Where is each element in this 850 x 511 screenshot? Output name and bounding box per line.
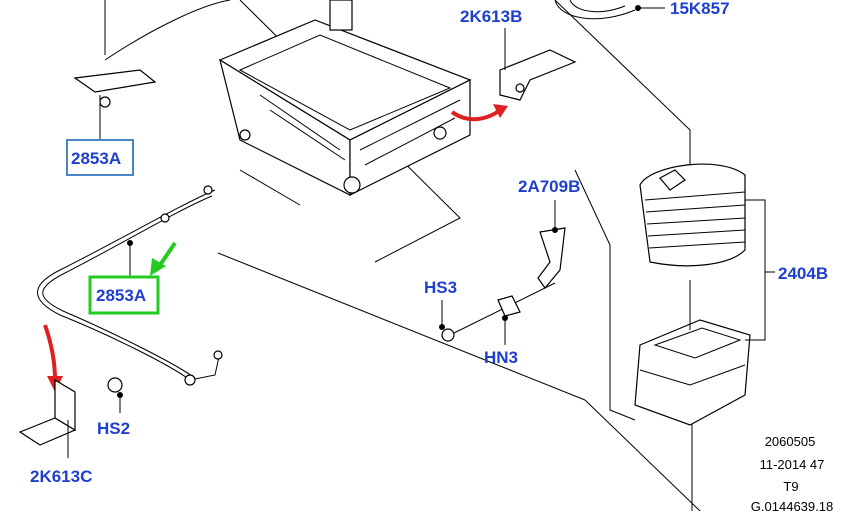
bracket-2k613c [18, 377, 123, 458]
red-arrow-lower [43, 324, 63, 392]
footer-line-4: G.0144639.18 [751, 499, 833, 511]
footer-line-2: 11-2014 47 [760, 457, 825, 472]
callout-box-2853a-mid [88, 275, 160, 315]
battery-tray [218, 0, 472, 196]
bracket-2k613b [499, 28, 577, 101]
red-arrow-upper [450, 104, 508, 122]
leader-2404b [745, 199, 775, 341]
fastener-hs3-hn3 [439, 295, 521, 345]
hose-15k857 [554, 0, 665, 20]
callout-2853a-mid[interactable]: 2853A [96, 286, 146, 305]
callout-hs2[interactable]: HS2 [97, 419, 130, 438]
callout-box-2853a-top [66, 139, 134, 176]
grouping-lines [217, 0, 701, 511]
callout-hn3[interactable]: HN3 [484, 348, 518, 367]
cover-2404b-upper [639, 163, 746, 267]
bracket-2a709b [449, 200, 566, 336]
footer-reference: 2060505 11-2014 47 T9 G.0144639.18 [751, 434, 833, 511]
cable-2853a-top [73, 0, 231, 140]
cover-2404b-lower [634, 280, 751, 426]
callout-15k857[interactable]: 15K857 [670, 0, 730, 18]
callout-2k613c[interactable]: 2K613C [30, 467, 92, 486]
callout-2a709b[interactable]: 2A709B [518, 177, 580, 196]
callout-2404b[interactable]: 2404B [778, 264, 828, 283]
callout-2853a-top[interactable]: 2853A [71, 149, 121, 168]
callout-2k613b[interactable]: 2K613B [460, 7, 522, 26]
footer-line-1: 2060505 [765, 434, 816, 449]
footer-line-3: T9 [783, 479, 798, 494]
cable-2853a-mid [37, 185, 223, 386]
callout-hs3[interactable]: HS3 [424, 278, 457, 297]
green-arrow [150, 241, 177, 276]
